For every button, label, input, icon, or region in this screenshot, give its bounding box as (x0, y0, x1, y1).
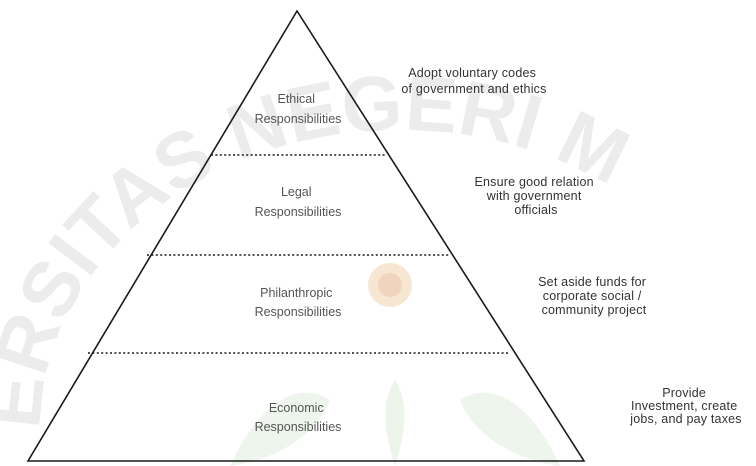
level-dividers (88, 154, 510, 354)
note-legal: Ensure good relation with government off… (474, 175, 597, 217)
watermark-leaf-left (230, 392, 330, 466)
watermark-leaf-right (460, 392, 560, 466)
level-label-philanthropic: Philanthropic Responsibilities (255, 286, 342, 319)
note-philanthropic: Set aside funds for corporate social / c… (538, 275, 650, 317)
level-label-economic: Economic Responsibilities (255, 401, 342, 434)
note-ethical: Adopt voluntary codes of government and … (401, 66, 546, 96)
watermark-leaf-center (385, 380, 405, 466)
pyramid-outline (26, 9, 586, 462)
level-label-legal: Legal Responsibilities (255, 185, 342, 219)
note-economic: Provide Investment, create jobs, and pay… (629, 386, 742, 426)
watermark-center-dot (378, 273, 402, 297)
level-label-ethical: Ethical Responsibilities (255, 92, 342, 126)
